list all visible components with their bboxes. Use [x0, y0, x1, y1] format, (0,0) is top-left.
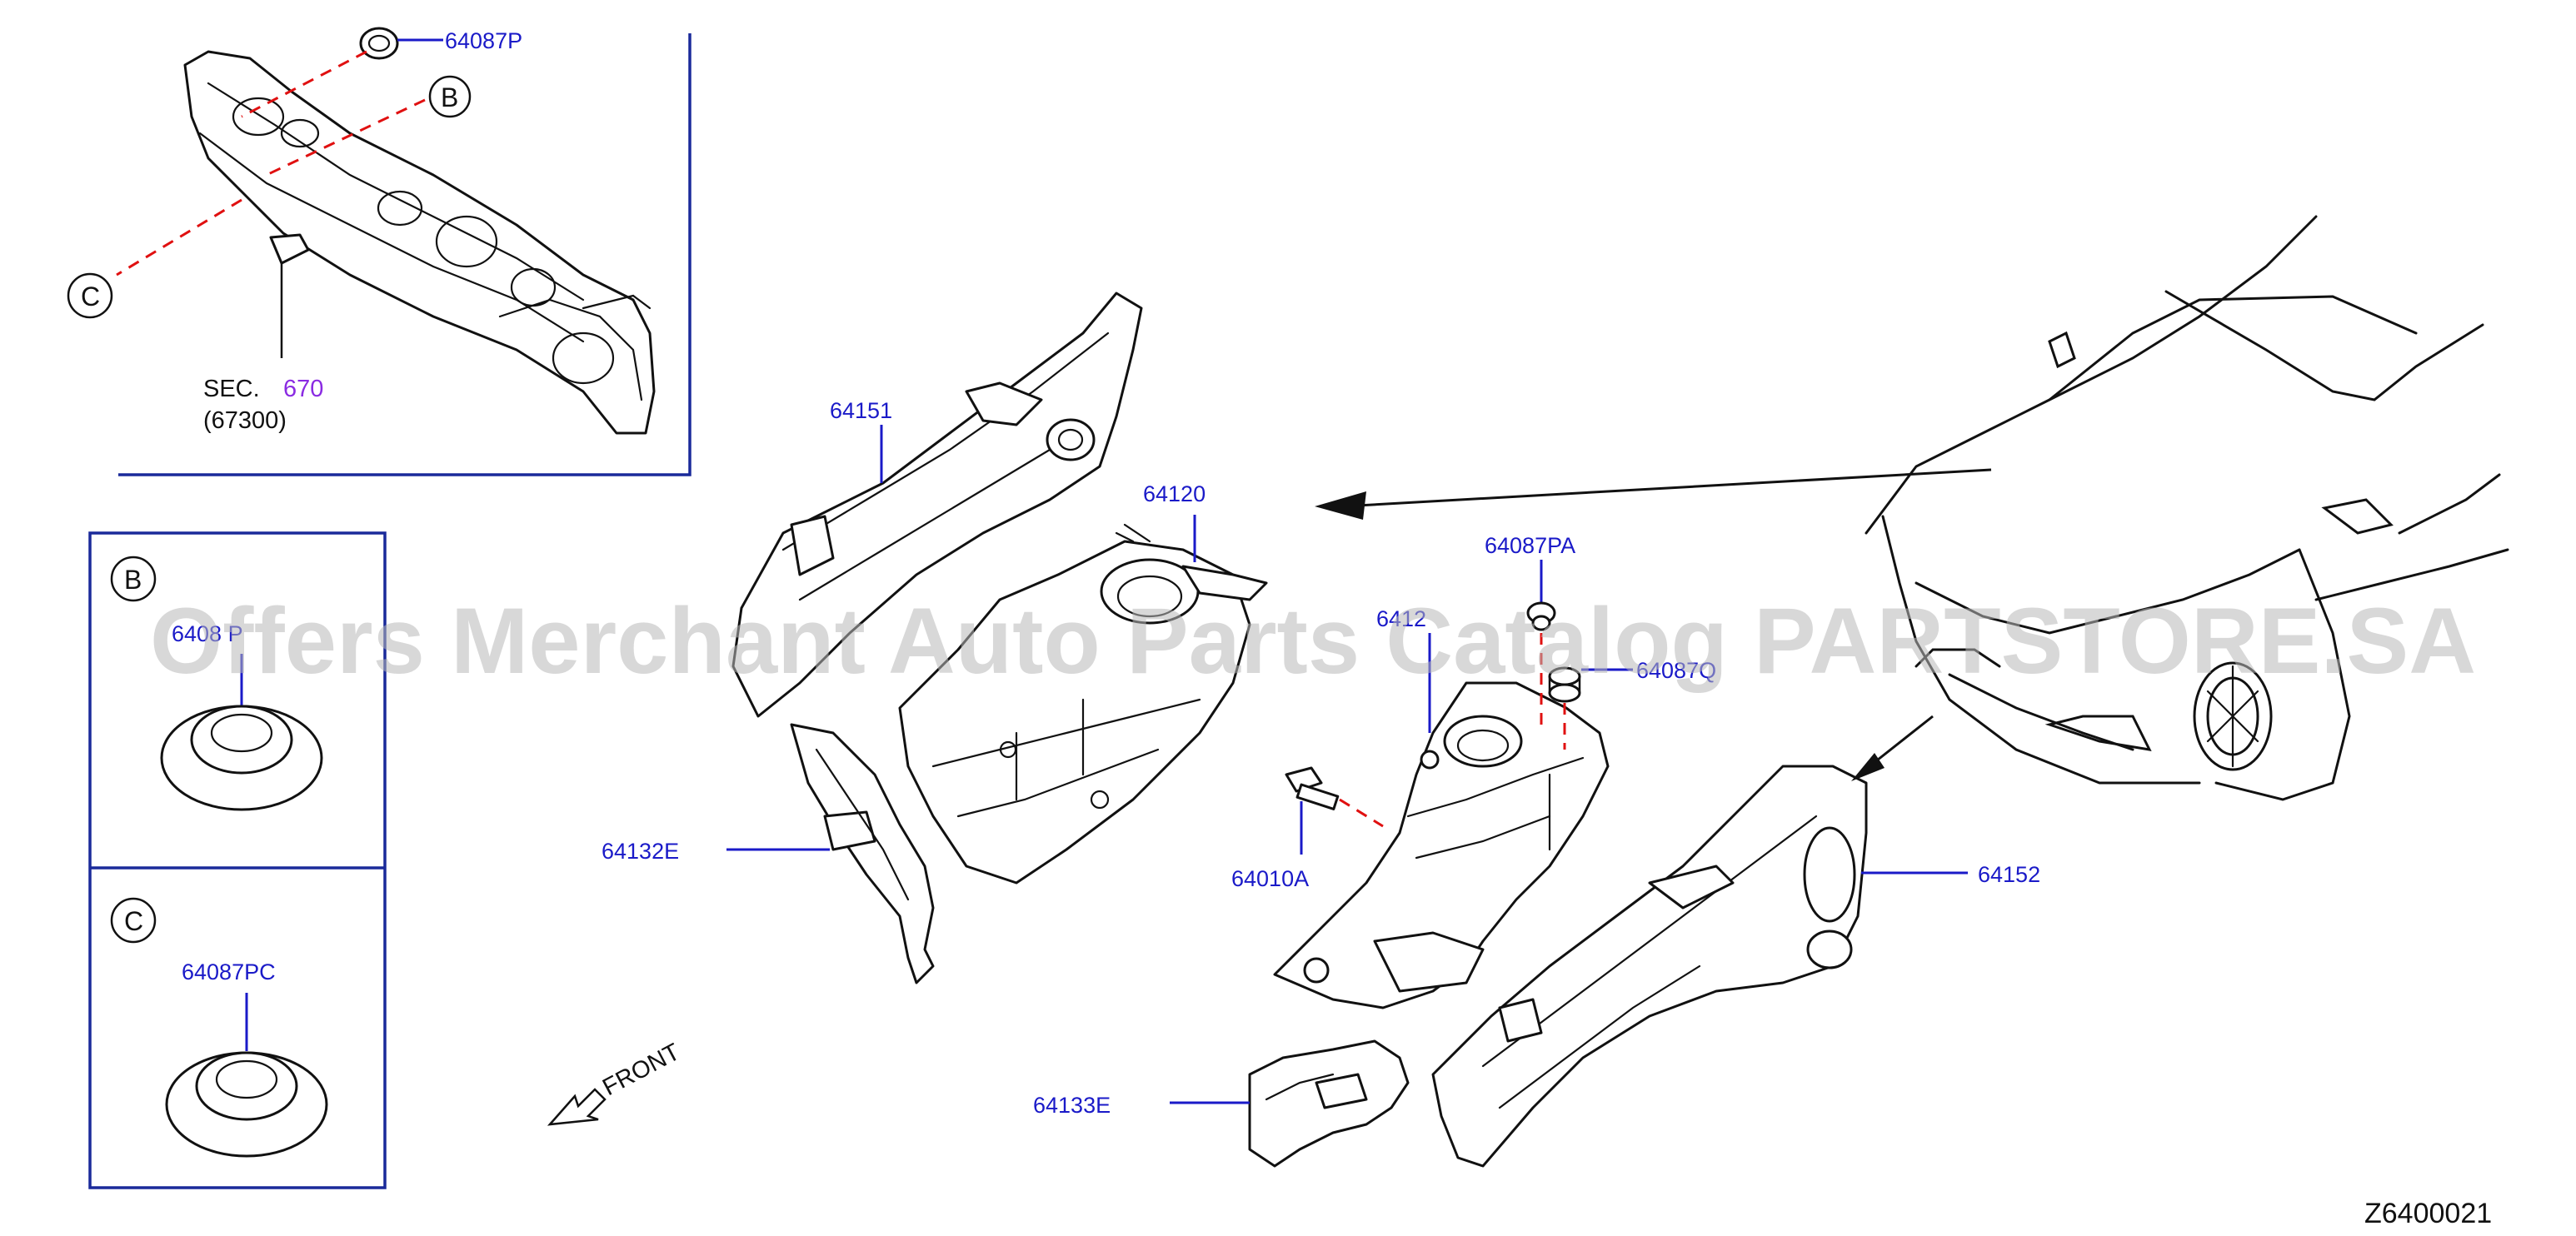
label-64152: 64152 [1978, 862, 2040, 887]
label-64133e: 64133E [1033, 1093, 1111, 1118]
label-64087q: 64087Q [1636, 658, 1716, 683]
section-number: 670 [283, 376, 323, 402]
callout-b-label: B [441, 82, 458, 112]
part-64120-group: 64120 [898, 481, 1268, 885]
watermark: Offers Merchant Auto Parts Catalog PARTS… [150, 589, 2476, 693]
part-64132e-group: 64132E [602, 723, 935, 984]
callout-c-bubble [67, 272, 113, 319]
label-64132e: 64132E [602, 839, 679, 864]
label-64087pa: 64087PA [1485, 533, 1575, 558]
inset-bc-frame [88, 531, 387, 1189]
grommet-64087pc [165, 1051, 328, 1158]
cap-64087q: 64087Q [1548, 658, 1716, 750]
bolt-64010a: 64010A [1231, 766, 1384, 891]
grommet-64087p [359, 27, 399, 60]
label-64087pb: 6408 P [172, 621, 243, 646]
label-64087pc: 64087PC [182, 959, 276, 984]
label-64120: 64120 [1143, 481, 1206, 506]
section-sub: (67300) [203, 407, 287, 434]
part-64133e-group: 64133E [1033, 1039, 1410, 1168]
dash-panel-inset: 64087P B C SEC. 670 (67300) [67, 27, 691, 476]
label-64010a: 64010A [1231, 866, 1309, 891]
diagram-reference: Z6400021 [2364, 1198, 2492, 1229]
front-direction-indicator: FRONT [547, 1039, 685, 1126]
inset-c-label: C [124, 906, 143, 936]
label-64121: 6412 [1376, 606, 1426, 631]
inset-frame-top [118, 33, 691, 476]
front-label: FRONT [598, 1039, 684, 1101]
part-64121-group: 6412 [1273, 606, 1610, 1009]
vehicle-outline [1865, 215, 2509, 801]
grommet-64087pa: 64087PA [1485, 533, 1575, 733]
label-64087p: 64087P [445, 28, 522, 53]
callout-c-label: C [81, 282, 100, 311]
callout-b-bubble [428, 75, 472, 118]
inset-c-bubble [110, 897, 157, 944]
part-64151-group: 64151 [731, 292, 1143, 718]
part-64152-group: 64152 [1431, 715, 2040, 1168]
location-arrow-upper [1315, 468, 1992, 520]
housing-64120 [898, 540, 1251, 885]
label-64151: 64151 [830, 398, 892, 423]
inset-b-bubble [110, 556, 157, 602]
grommet-insets: B 6408 P C 64087PC [88, 531, 387, 1189]
rail-64152 [1431, 765, 1868, 1168]
section-prefix: SEC. [203, 376, 260, 402]
grommet-64087pb [160, 705, 323, 811]
inset-b-label: B [124, 565, 142, 595]
